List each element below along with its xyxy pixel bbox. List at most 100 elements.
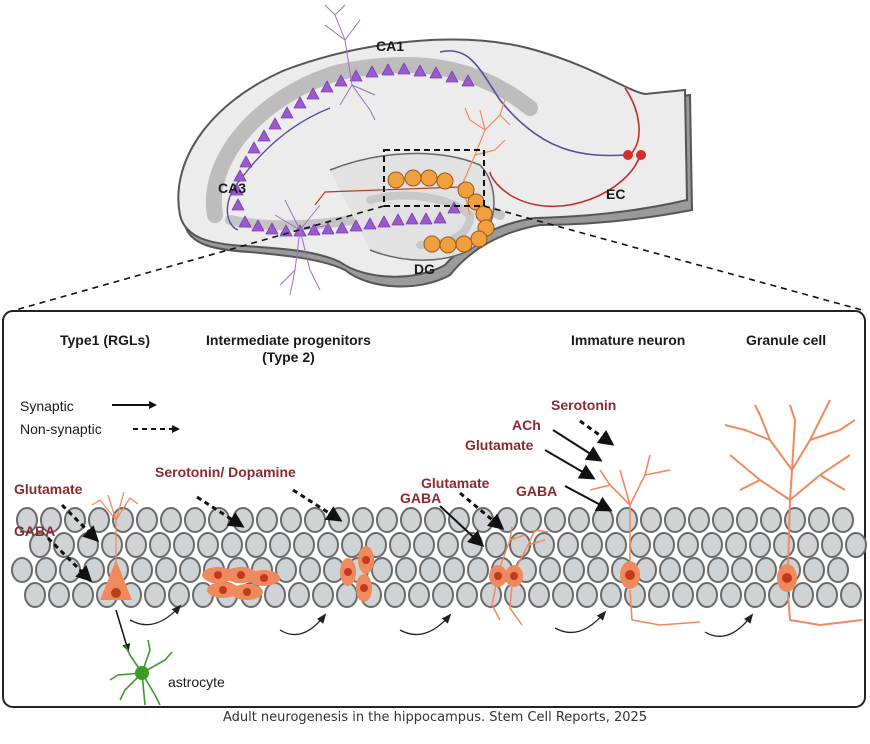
gcl-cell — [155, 557, 177, 583]
dg-granule-axon — [314, 186, 461, 206]
pyramidal-cells — [230, 62, 475, 237]
nt-neuroblast-glutamate: Glutamate — [421, 475, 490, 491]
ec-axon-1 — [624, 87, 640, 156]
type2-cell-nucleus — [219, 586, 227, 594]
immature-neuron — [589, 454, 701, 626]
progression-arrows — [129, 604, 754, 637]
gcl-cell — [35, 557, 57, 583]
region-label-ca1: CA1 — [376, 38, 405, 54]
gcl-cell — [664, 507, 686, 533]
nt-immature-glutamate: Glutamate — [465, 437, 534, 453]
pyramidal-cell — [239, 155, 253, 168]
dg-granule-cell — [436, 172, 454, 190]
pyramidal-cell — [247, 141, 261, 154]
gcl-cell — [384, 582, 406, 608]
gcl-cell — [827, 557, 849, 583]
dg-granule-cell — [470, 230, 488, 248]
arrow-type2-dopamine — [292, 488, 343, 522]
arrow-type1-gaba — [46, 536, 93, 583]
gcl-cell — [552, 582, 574, 608]
gcl-cell — [467, 557, 489, 583]
gcl-cell — [400, 507, 422, 533]
dg-granule-cell — [439, 236, 457, 254]
gcl-cell — [456, 582, 478, 608]
neuroblast-cell-nucleus — [344, 568, 352, 576]
nt-neuroblast-gaba: GABA — [400, 490, 442, 506]
gcl-cell — [29, 532, 51, 558]
gcl-cell — [11, 557, 33, 583]
gcl-cell — [832, 507, 854, 533]
gcl-cell — [88, 507, 110, 533]
arrow-nb-glutamate — [459, 491, 505, 530]
pyramidal-cell — [349, 69, 363, 82]
gcl-cell — [784, 507, 806, 533]
pyramidal-cell — [397, 62, 411, 75]
gcl-cell — [245, 532, 267, 558]
figure-caption: Adult neurogenesis in the hippocampus. S… — [222, 710, 648, 725]
gcl-cell — [731, 557, 753, 583]
gcl-cell — [40, 507, 62, 533]
nt-type1-gaba: GABA — [14, 523, 56, 539]
gcl-cell — [845, 532, 867, 558]
gcl-cell — [840, 582, 862, 608]
stage-title-type2: Intermediate progenitors (Type 2) — [206, 332, 371, 365]
gcl-cell — [760, 507, 782, 533]
ca-layer-band — [205, 56, 538, 223]
pyramidal-cell — [445, 70, 459, 83]
astrocyte — [109, 609, 173, 706]
early-immature-neurons — [489, 526, 549, 626]
gcl-cell — [640, 507, 662, 533]
gcl-cell — [304, 507, 326, 533]
gcl-cell — [197, 532, 219, 558]
astrocyte-label: astrocyte — [168, 674, 225, 690]
pyramidal-cell — [307, 223, 321, 236]
dg-granule-cell — [423, 235, 441, 253]
pyramidal-cell — [381, 63, 395, 76]
gcl-cell — [256, 507, 278, 533]
gcl-cell — [672, 582, 694, 608]
ec-axon-2 — [489, 154, 641, 208]
gcl-cell — [413, 532, 435, 558]
arrow-nb-gaba — [439, 505, 485, 548]
type2-cell-nucleus — [214, 571, 222, 579]
stage-title-type1: Type1 (RGLs) — [60, 332, 150, 348]
gcl-cell — [677, 532, 699, 558]
arrow-imm-gaba — [564, 485, 613, 512]
gcl-cell — [712, 507, 734, 533]
dg-granule-cell — [475, 205, 493, 223]
gcl-cell — [648, 582, 670, 608]
gcl-cell — [744, 582, 766, 608]
gcl-cell — [389, 532, 411, 558]
gcl-cell — [280, 507, 302, 533]
gcl-cell — [792, 582, 814, 608]
stage-title-immature-neuron: Immature neuron — [571, 332, 686, 348]
rgl-soma — [100, 560, 132, 600]
gcl-cell — [419, 557, 441, 583]
gcl-cell — [101, 532, 123, 558]
legend-non-synaptic-label: Non-synaptic — [20, 421, 102, 437]
gcl-cell — [312, 582, 334, 608]
gcl-cell — [125, 532, 147, 558]
pyramidal-cell — [268, 117, 282, 130]
gcl-cell — [816, 582, 838, 608]
gcl-cell — [587, 557, 609, 583]
stage-title-granule-cell: Granule cell — [746, 332, 827, 348]
nt-type1-glutamate: Glutamate — [14, 481, 83, 497]
gcl-cell — [131, 557, 153, 583]
gcl-cell — [317, 532, 339, 558]
gcl-cell — [803, 557, 825, 583]
type2-cell-nucleus — [260, 574, 268, 582]
mature-granule-cell — [724, 399, 863, 627]
gcl-cell — [720, 582, 742, 608]
pyramidal-cell — [433, 211, 447, 224]
progression-arrow — [554, 610, 607, 633]
gcl-cell — [563, 557, 585, 583]
rgl-nucleus — [111, 588, 121, 598]
ec-purple-axon — [439, 50, 626, 157]
gcl-cell — [264, 582, 286, 608]
gcl-cell — [749, 532, 771, 558]
progression-arrow — [129, 604, 182, 626]
pyramidal-cell — [377, 215, 391, 228]
nt-immature-gaba: GABA — [516, 483, 558, 499]
